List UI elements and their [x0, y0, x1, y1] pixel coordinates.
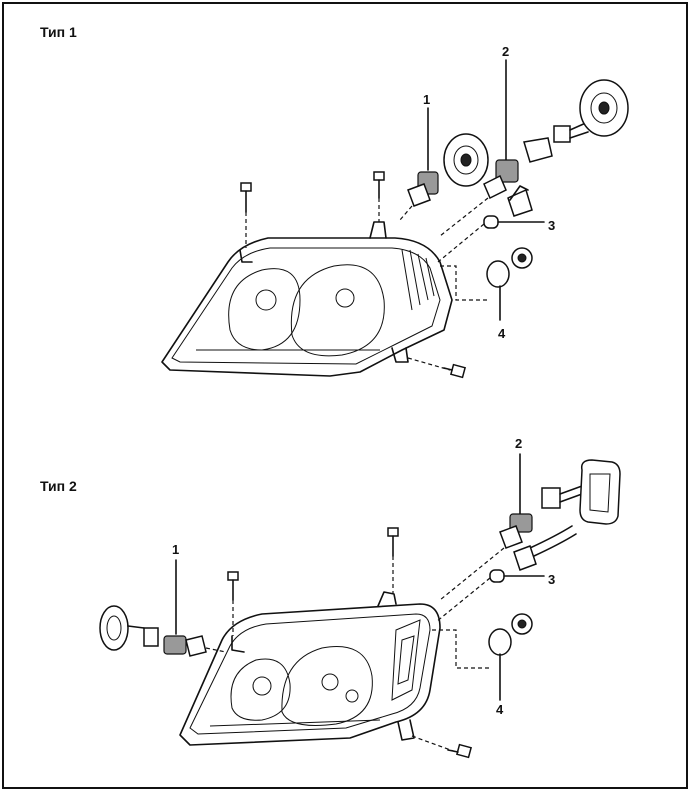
screw-type1-bottom [407, 357, 467, 379]
section2-title: Тип 2 [40, 478, 77, 494]
bulb-type1-4 [440, 247, 533, 321]
cover-cap-type2-left [99, 605, 145, 651]
connector-type1 [523, 121, 589, 163]
section2-callout-3: 3 [548, 572, 556, 587]
bulb-type2-2 [439, 453, 533, 601]
screw-type2-top [387, 527, 399, 594]
bulb-type2-3 [435, 525, 577, 623]
bulb-type2-4 [432, 613, 533, 701]
bulb-type1-2 [439, 59, 519, 237]
diagram-frame [2, 2, 688, 789]
section1-callout-3: 3 [548, 218, 556, 233]
headlamp-type2 [179, 591, 441, 746]
section2-callout-2: 2 [515, 436, 523, 451]
section2-callout-4: 4 [496, 702, 504, 717]
section1-callout-4: 4 [498, 326, 506, 341]
cover-cap-type2-right [579, 459, 621, 525]
bulb-type1-3 [437, 185, 545, 263]
bulb-type1-1 [399, 107, 439, 221]
section1-callout-1: 1 [423, 92, 431, 107]
screw-type1-top [373, 171, 385, 222]
section2-callout-1: 1 [172, 542, 180, 557]
section1-title: Тип 1 [40, 24, 77, 40]
screw-type1-left [240, 182, 252, 248]
section1-callout-2: 2 [502, 44, 510, 59]
cover-cap-type1 [443, 133, 489, 187]
screw-type2-bottom [411, 735, 473, 759]
cover-cap-type1-right [579, 79, 629, 137]
screw-type2-left [227, 571, 239, 636]
bulb-type2-1 [143, 559, 227, 657]
headlamp-type1 [161, 221, 453, 377]
connector-type2 [541, 485, 583, 509]
